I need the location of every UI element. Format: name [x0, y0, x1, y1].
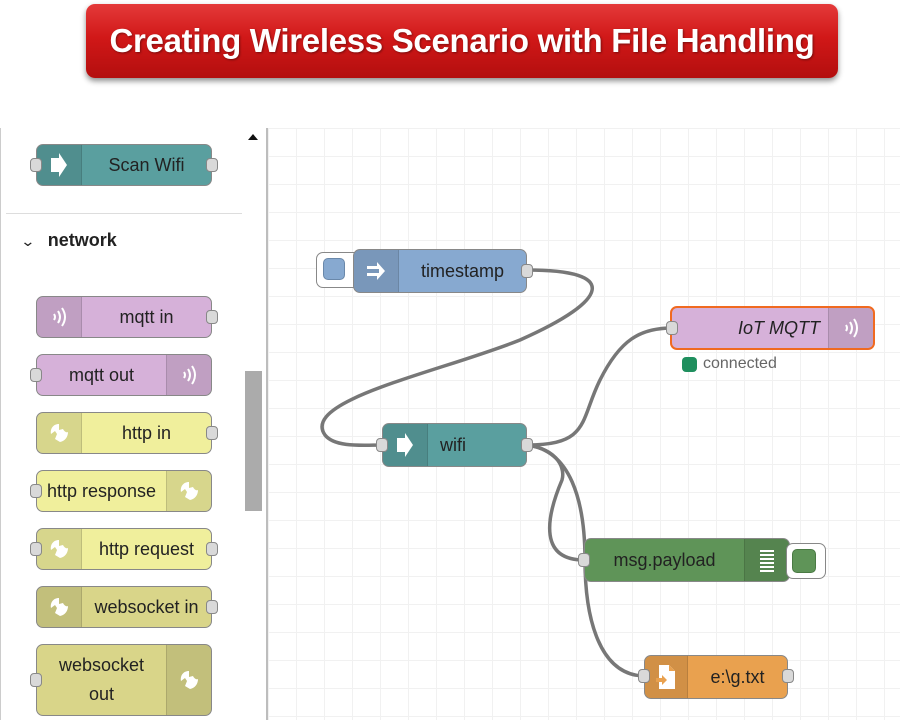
- node-label: websocket in: [94, 596, 199, 617]
- globe-icon: [37, 587, 82, 627]
- debug-toggle-button[interactable]: [786, 543, 826, 579]
- category-network[interactable]: ⌄ network: [20, 230, 117, 251]
- category-label: network: [47, 230, 117, 250]
- output-port[interactable]: [206, 310, 218, 324]
- flow-node-file[interactable]: e:\g.txt: [644, 655, 788, 699]
- palette-node-websocket-out[interactable]: websocket out: [36, 644, 212, 716]
- output-port[interactable]: [206, 158, 218, 172]
- input-port[interactable]: [666, 321, 678, 335]
- output-port[interactable]: [521, 264, 533, 278]
- mqtt-icon: [828, 308, 873, 348]
- input-port[interactable]: [638, 669, 650, 683]
- palette-node-http-in[interactable]: http in: [36, 412, 212, 454]
- input-port[interactable]: [30, 484, 42, 498]
- chevron-down-icon: ⌄: [20, 233, 36, 249]
- status-text: connected: [703, 355, 777, 372]
- node-label: http response: [46, 480, 157, 501]
- node-label: Scan Wifi: [108, 154, 185, 175]
- node-label: IoT MQTT: [738, 317, 820, 338]
- palette-node-mqtt-in[interactable]: mqtt in: [36, 296, 212, 338]
- output-port[interactable]: [782, 669, 794, 683]
- globe-icon: [37, 529, 82, 569]
- flow-node-timestamp[interactable]: timestamp: [353, 249, 527, 293]
- palette-separator: [6, 213, 242, 214]
- node-label: wifi: [440, 434, 466, 455]
- input-port[interactable]: [578, 553, 590, 567]
- node-label-line1: websocket: [58, 655, 145, 675]
- input-port[interactable]: [30, 158, 42, 172]
- node-status: connected: [682, 355, 777, 373]
- output-port[interactable]: [521, 438, 533, 452]
- arrow-right-icon: [37, 145, 82, 185]
- globe-icon: [166, 645, 211, 715]
- flow-node-wifi[interactable]: wifi: [382, 423, 527, 467]
- globe-icon: [37, 413, 82, 453]
- output-port[interactable]: [206, 600, 218, 614]
- node-label: websocket out: [37, 651, 166, 709]
- scroll-up-arrow-icon[interactable]: [248, 134, 258, 140]
- palette-node-scan-wifi[interactable]: Scan Wifi: [36, 144, 212, 186]
- node-label: http request: [98, 538, 195, 559]
- palette-node-http-request[interactable]: http request: [36, 528, 212, 570]
- file-icon: [645, 656, 688, 698]
- inject-arrow-icon: [354, 250, 399, 292]
- palette-node-http-response[interactable]: http response: [36, 470, 212, 512]
- node-label: timestamp: [420, 260, 505, 281]
- flow-node-iot-mqtt[interactable]: IoT MQTT: [670, 306, 875, 350]
- palette-node-mqtt-out[interactable]: mqtt out: [36, 354, 212, 396]
- palette-divider[interactable]: [266, 128, 268, 720]
- banner-title: Creating Wireless Scenario with File Han…: [109, 22, 815, 59]
- node-label-line2: out: [88, 684, 115, 704]
- mqtt-icon: [166, 355, 211, 395]
- title-banner: Creating Wireless Scenario with File Han…: [86, 4, 838, 78]
- output-port[interactable]: [206, 426, 218, 440]
- mqtt-icon: [37, 297, 82, 337]
- node-label: msg.payload: [613, 549, 716, 570]
- flow-canvas[interactable]: [268, 128, 900, 720]
- palette-scrollbar[interactable]: [245, 371, 262, 511]
- node-label: http in: [121, 422, 172, 443]
- flow-node-debug[interactable]: msg.payload: [584, 538, 790, 582]
- arrow-right-icon: [383, 424, 428, 466]
- output-port[interactable]: [206, 542, 218, 556]
- input-port[interactable]: [376, 438, 388, 452]
- debug-list-icon: [744, 539, 789, 581]
- input-port[interactable]: [30, 542, 42, 556]
- node-label: mqtt out: [68, 364, 135, 385]
- globe-icon: [166, 471, 211, 511]
- node-label: e:\g.txt: [710, 666, 765, 687]
- status-dot-icon: [682, 356, 697, 372]
- input-port[interactable]: [30, 673, 42, 687]
- input-port[interactable]: [30, 368, 42, 382]
- node-label: mqtt in: [119, 306, 174, 327]
- palette-node-websocket-in[interactable]: websocket in: [36, 586, 212, 628]
